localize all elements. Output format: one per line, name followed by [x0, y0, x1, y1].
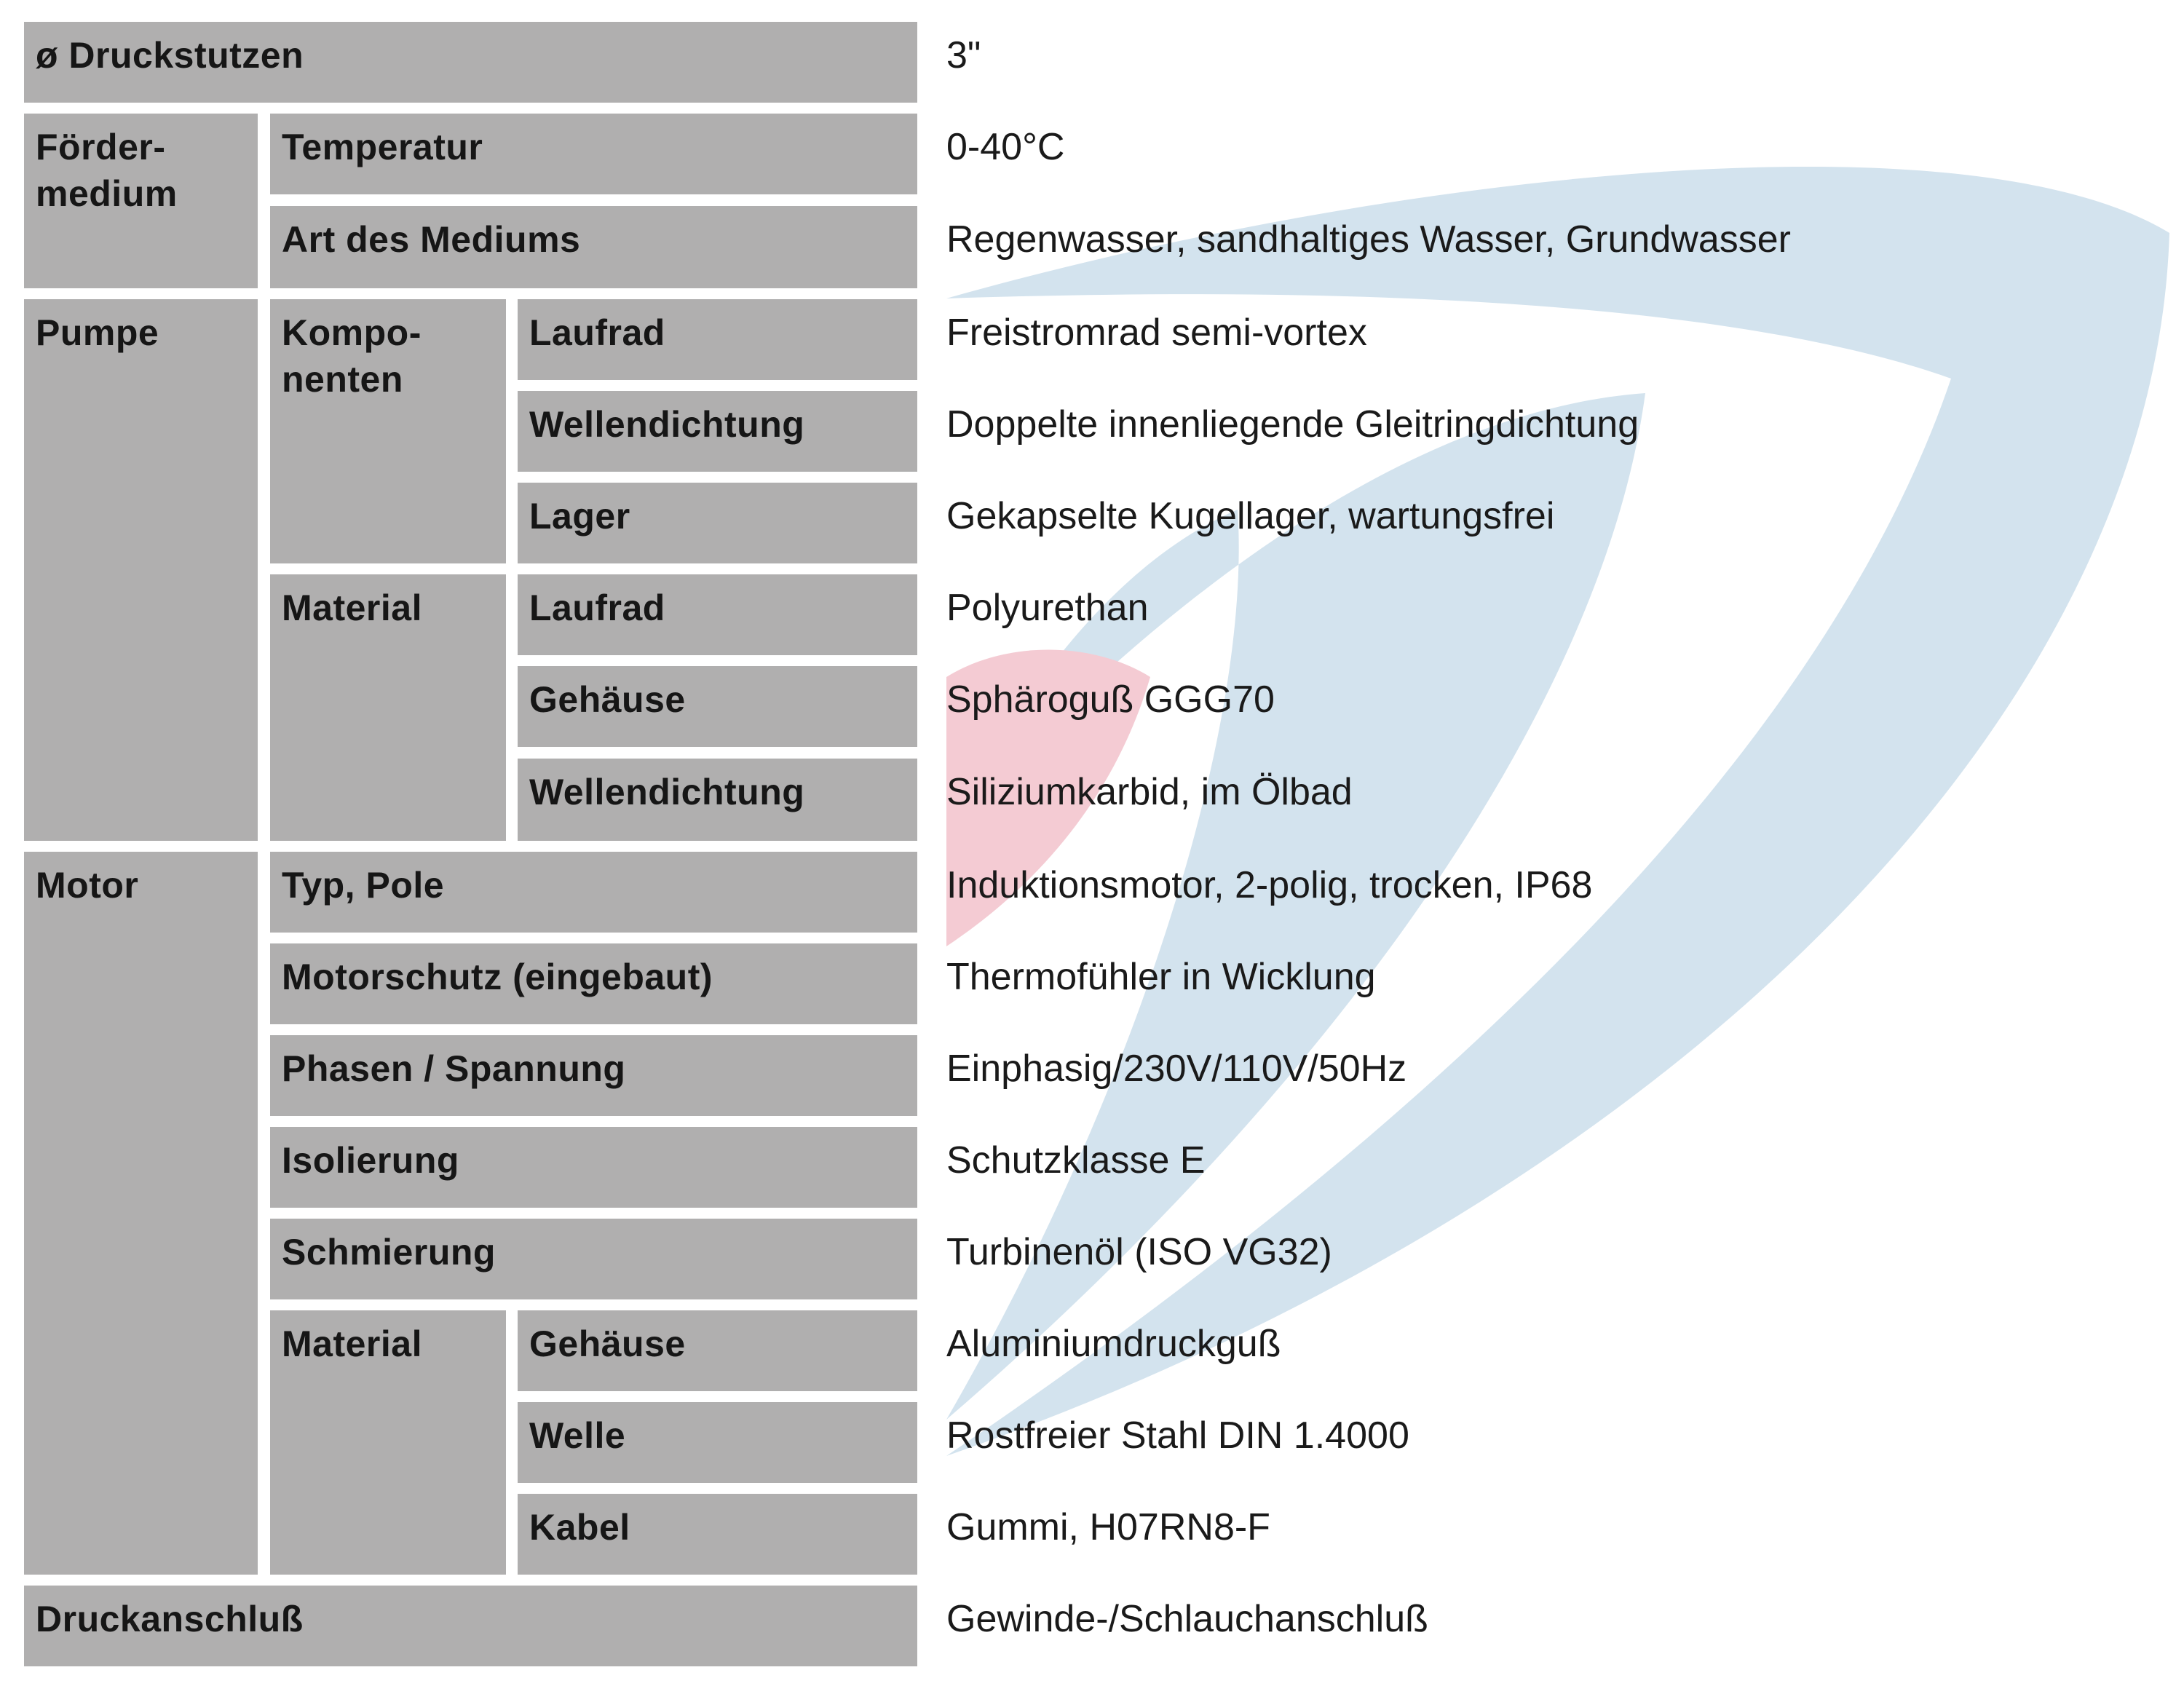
subgroup-pumpe-material: Material	[270, 574, 506, 841]
value-druckanschluss: Gewinde-/Schlauchanschluß	[946, 1598, 1428, 1640]
value-motor-gehaeuse: Aluminiumdruckguß	[946, 1323, 1281, 1365]
value-pumpe-material-wellendichtung: Siliziumkarbid, im Ölbad	[946, 771, 1353, 813]
group-motor: Motor	[24, 852, 258, 1575]
header-schmierung: Schmierung	[270, 1219, 917, 1299]
header-pumpe-lager: Lager	[518, 483, 917, 563]
header-temperatur: Temperatur	[270, 114, 917, 194]
header-isolierung: Isolierung	[270, 1127, 917, 1208]
watermark-accent-red	[946, 649, 1150, 946]
header-art-des-mediums: Art des Mediums	[270, 206, 917, 288]
group-pumpe: Pumpe	[24, 299, 258, 841]
value-pumpe-laufrad: Freistromrad semi-vortex	[946, 312, 1367, 354]
value-typ-pole: Induktionsmotor, 2-polig, trocken, IP68	[946, 864, 1593, 906]
header-pumpe-gehaeuse: Gehäuse	[518, 666, 917, 747]
value-motorschutz: Thermofühler in Wicklung	[946, 956, 1376, 998]
header-pumpe-wellendichtung: Wellendichtung	[518, 391, 917, 472]
value-phasen-spannung: Einphasig/230V/110V/50Hz	[946, 1048, 1407, 1090]
header-motor-gehaeuse: Gehäuse	[518, 1310, 917, 1391]
watermark-swoosh-small	[946, 393, 1645, 1420]
value-pumpe-wellendichtung: Doppelte innenliegende Gleitringdichtung	[946, 403, 1639, 446]
value-pumpe-material-laufrad: Polyurethan	[946, 587, 1149, 629]
value-pumpe-gehaeuse: Sphäroguß GGG70	[946, 678, 1275, 721]
header-pumpe-material-laufrad: Laufrad	[518, 574, 917, 655]
value-temperatur: 0-40°C	[946, 126, 1065, 168]
header-druckanschluss: Druckanschluß	[24, 1586, 917, 1666]
header-motorschutz: Motorschutz (eingebaut)	[270, 943, 917, 1024]
value-druckstutzen: 3"	[946, 34, 981, 76]
header-motor-kabel: Kabel	[518, 1494, 917, 1575]
group-foerdermedium: Förder- medium	[24, 114, 258, 288]
value-motor-welle: Rostfreier Stahl DIN 1.4000	[946, 1414, 1409, 1457]
value-pumpe-lager: Gekapselte Kugellager, wartungsfrei	[946, 495, 1555, 537]
subgroup-pumpe-komponenten: Kompo- nenten	[270, 299, 506, 563]
value-isolierung: Schutzklasse E	[946, 1139, 1206, 1182]
subgroup-motor-material: Material	[270, 1310, 506, 1575]
value-art-des-mediums: Regenwasser, sandhaltiges Wasser, Grundw…	[946, 218, 1791, 261]
value-motor-kabel: Gummi, H07RN8-F	[946, 1506, 1270, 1548]
header-typ-pole: Typ, Pole	[270, 852, 917, 933]
header-pumpe-material-wellendichtung: Wellendichtung	[518, 759, 917, 841]
header-druckstutzen: ø Druckstutzen	[24, 22, 917, 103]
value-schmierung: Turbinenöl (ISO VG32)	[946, 1231, 1332, 1273]
watermark-swoosh-large	[946, 166, 2169, 1456]
header-phasen-spannung: Phasen / Spannung	[270, 1035, 917, 1116]
header-pumpe-laufrad: Laufrad	[518, 299, 917, 380]
header-motor-welle: Welle	[518, 1402, 917, 1483]
